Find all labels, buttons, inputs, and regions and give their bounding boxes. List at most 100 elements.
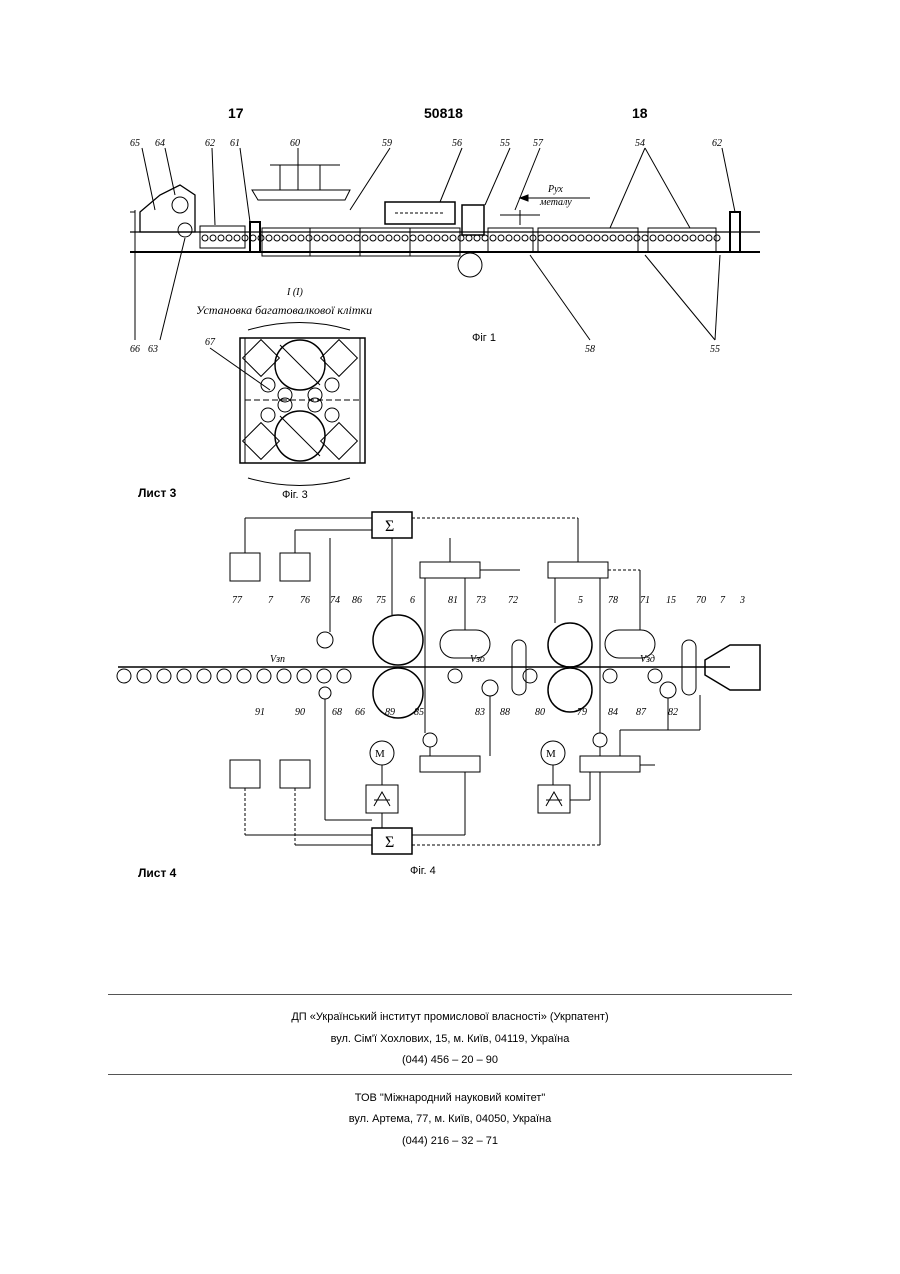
roller (426, 235, 432, 241)
fig1-ref-label: 59 (382, 138, 392, 149)
fig4-ref-label: 78 (608, 595, 618, 606)
fig1-ref-label: 57 (533, 138, 544, 149)
printer-name: ТОВ "Міжнародний науковий комітет" (0, 1092, 900, 1104)
roller (370, 235, 376, 241)
roller (610, 235, 616, 241)
roller (337, 669, 351, 683)
motor-symbol: M (546, 748, 556, 760)
publisher-name: ДП «Український інститут промислової вла… (0, 1011, 900, 1023)
roller (210, 235, 216, 241)
roller (522, 235, 528, 241)
roller (482, 235, 488, 241)
roller (386, 235, 392, 241)
fig4-ref-label: 72 (508, 595, 518, 606)
fig4-ref-label: 70 (696, 595, 706, 606)
roller (658, 235, 664, 241)
roller (602, 235, 608, 241)
footer-divider (108, 994, 792, 995)
roller (546, 235, 552, 241)
fig4-ref-label: 77 (232, 595, 243, 606)
fig1-ref-label: 61 (230, 138, 240, 149)
fig4-ref-label: 73 (476, 595, 486, 606)
roller (410, 235, 416, 241)
publisher-address: вул. Сім'ї Хохлових, 15, м. Київ, 04119,… (0, 1033, 900, 1045)
roller (586, 235, 592, 241)
fig4-control-scheme: Σ Σ M M (117, 512, 760, 877)
fig1-ref-label: 58 (585, 344, 595, 355)
fig4-ref-label: 85 (414, 707, 424, 718)
fig4-caption: Фіг. 4 (410, 865, 436, 877)
speed-label: Vзп (270, 654, 285, 665)
work-roll (261, 408, 275, 422)
roller (442, 235, 448, 241)
roller (218, 235, 224, 241)
roller (137, 669, 151, 683)
roller (714, 235, 720, 241)
roller (297, 669, 311, 683)
fig4-ref-label: 89 (385, 707, 395, 718)
roller (237, 669, 251, 683)
fig4-ref-label: 7 (720, 595, 726, 606)
roller (498, 235, 504, 241)
roller (690, 235, 696, 241)
fig4-ref-label: 87 (636, 707, 647, 718)
sheet-label-3: Лист 3 (138, 486, 176, 500)
roller (626, 235, 632, 241)
fig1-ref-label: 64 (155, 138, 165, 149)
roller (202, 235, 208, 241)
roller (322, 235, 328, 241)
roller (450, 235, 456, 241)
roller (562, 235, 568, 241)
fig1-ref-label: 55 (710, 344, 720, 355)
roller (197, 669, 211, 683)
sheet-label-4: Лист 4 (138, 866, 176, 880)
roller (674, 235, 680, 241)
printer-phone: (044) 216 – 32 – 71 (0, 1135, 900, 1147)
roller (570, 235, 576, 241)
fig4-ref-label: 7 (268, 595, 274, 606)
work-roll (325, 408, 339, 422)
roller (603, 669, 617, 683)
roller (666, 235, 672, 241)
roller (578, 235, 584, 241)
fig1-ref-label: 62 (712, 138, 722, 149)
roller (378, 235, 384, 241)
fig1-ref-label: 55 (500, 138, 510, 149)
fig3-caption: Фіг. 3 (282, 489, 308, 501)
roller (418, 235, 424, 241)
roller (448, 669, 462, 683)
direction-label: металу (539, 197, 572, 208)
fig4-ref-label: 90 (295, 707, 305, 718)
fig1-rolling-line: 65 64 62 61 60 59 56 55 57 54 62 66 63 5… (130, 138, 760, 355)
fig4-ref-label: 91 (255, 707, 265, 718)
roller (618, 235, 624, 241)
roller (257, 669, 271, 683)
fig4-ref-label: 71 (640, 595, 650, 606)
fig1-ref-label: 54 (635, 138, 645, 149)
fig4-ref-label: 66 (355, 707, 365, 718)
roller (277, 669, 291, 683)
roller (117, 669, 131, 683)
fig4-ref-label: 80 (535, 707, 545, 718)
direction-label: Рух (547, 184, 563, 195)
fig3-multi-roll-stand: I (I) Установка багатовалкової клітки 67… (196, 287, 372, 501)
fig4-ref-label: 76 (300, 595, 310, 606)
fig3-subtitle: Установка багатовалкової клітки (196, 303, 372, 317)
fig1-ref-label: 63 (148, 344, 158, 355)
fig1-ref-label: 56 (452, 138, 462, 149)
roller (490, 235, 496, 241)
roller (346, 235, 352, 241)
roller (217, 669, 231, 683)
roller (434, 235, 440, 241)
roller (314, 235, 320, 241)
fig4-ref-label: 75 (376, 595, 386, 606)
fig4-ref-label: 81 (448, 595, 458, 606)
roller (474, 235, 480, 241)
speed-label: Vзд (640, 654, 655, 665)
roller (157, 669, 171, 683)
fig4-ref-label: 84 (608, 707, 618, 718)
sum-block-top: Σ (385, 518, 394, 535)
roller (330, 235, 336, 241)
roller (226, 235, 232, 241)
